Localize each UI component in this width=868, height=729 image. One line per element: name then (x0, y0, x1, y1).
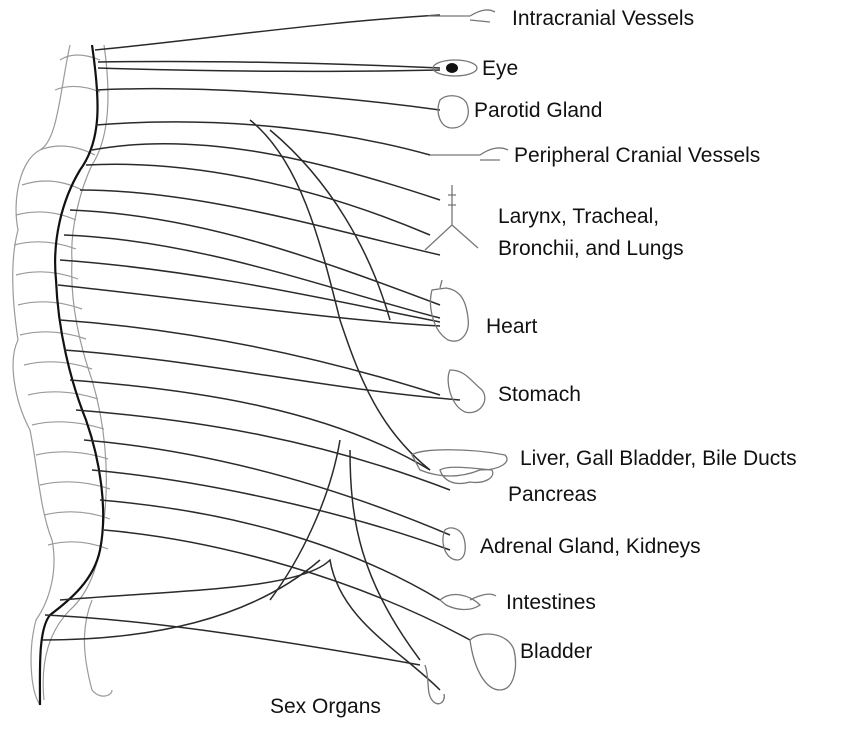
bladder-shape (470, 634, 515, 690)
parotid-gland-shape (438, 96, 468, 128)
stomach-shape (448, 370, 485, 413)
label-parotid-gland: Parotid Gland (474, 98, 602, 123)
label-sex-organs: Sex Organs (270, 694, 381, 719)
label-intestines: Intestines (506, 590, 596, 615)
label-heart: Heart (486, 314, 537, 339)
label-liver: Liver, Gall Bladder, Bile Ducts (520, 446, 797, 471)
nerve-pathways (42, 15, 470, 690)
label-larynx-line1: Larynx, Tracheal, (498, 204, 659, 229)
peripheral-vessels-shape (430, 148, 508, 160)
label-larynx-line2: Bronchii, and Lungs (498, 236, 684, 261)
heart-shape (431, 280, 469, 341)
label-pancreas: Pancreas (508, 482, 597, 507)
label-intracranial-vessels: Intracranial Vessels (512, 6, 694, 31)
intestines-shape (440, 594, 496, 609)
label-stomach: Stomach (498, 382, 581, 407)
label-eye: Eye (482, 56, 518, 81)
vertebral-column (13, 45, 112, 705)
trachea-shape (425, 185, 478, 250)
label-bladder: Bladder (520, 639, 592, 664)
intracranial-vessels-shape (428, 10, 495, 22)
spinal-cord (40, 45, 103, 705)
label-adrenal-kidneys: Adrenal Gland, Kidneys (480, 534, 701, 559)
label-peripheral-cranial-vessels: Peripheral Cranial Vessels (514, 143, 760, 168)
